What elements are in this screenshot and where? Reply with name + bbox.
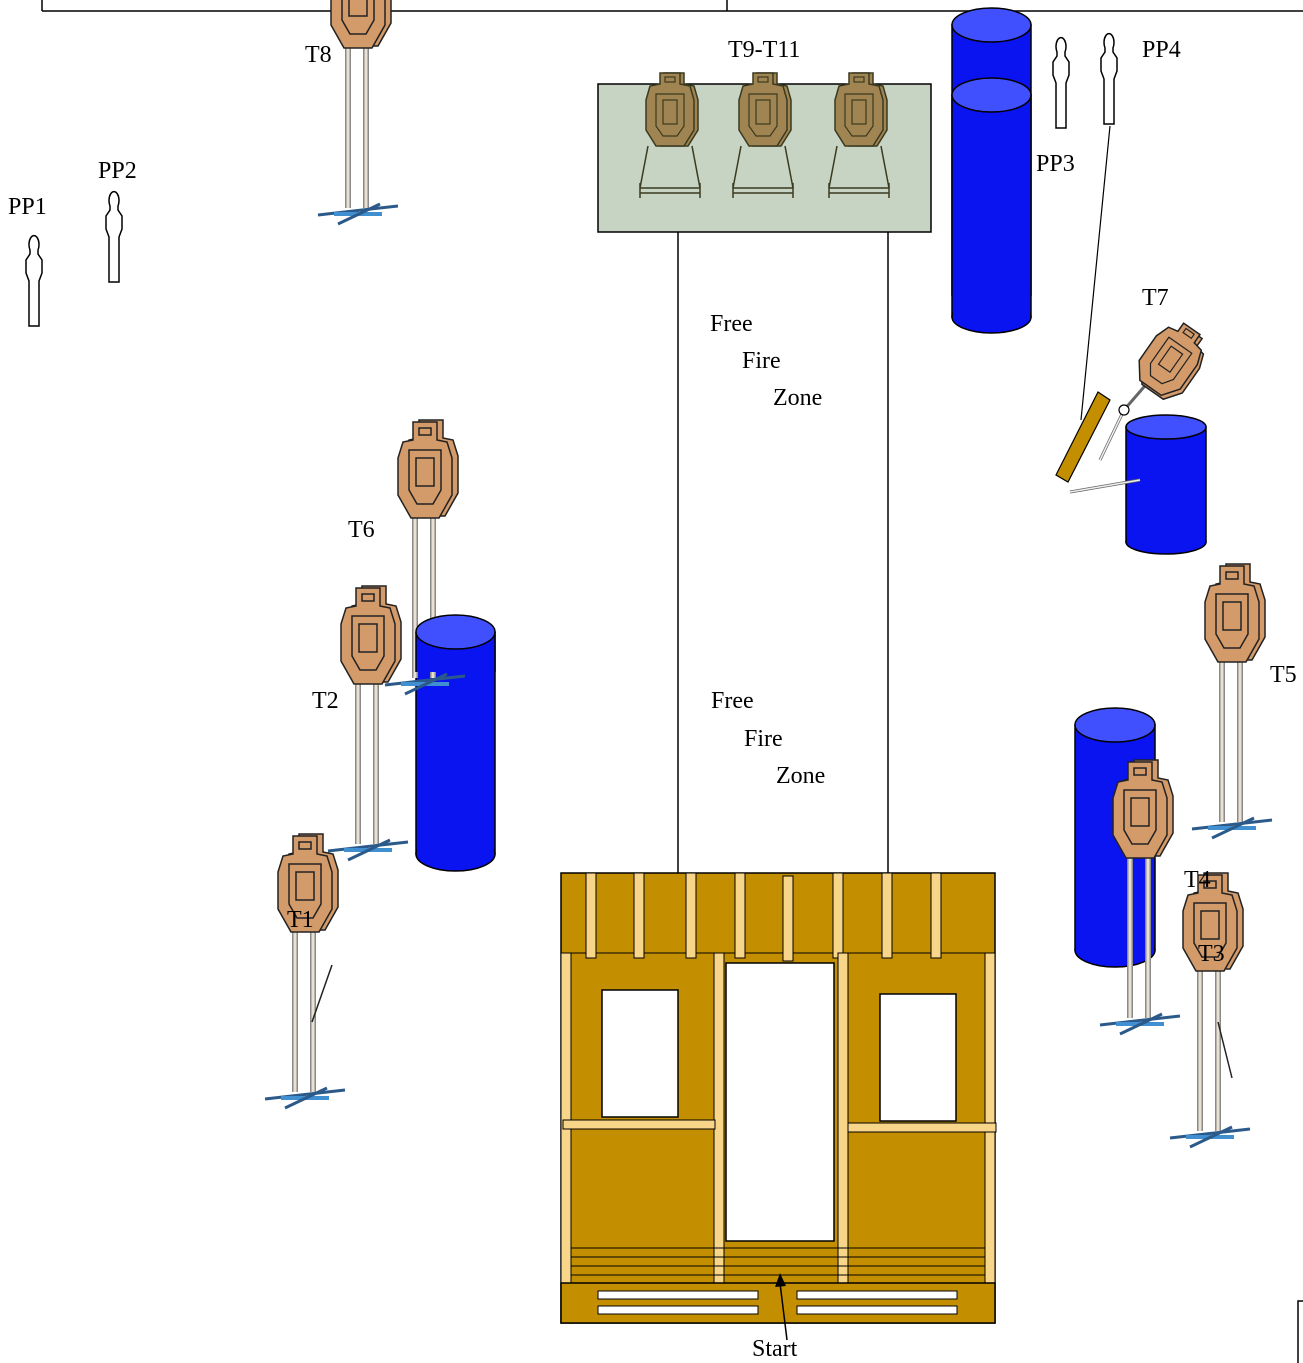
- no-shoot-pp4-icon: [1100, 32, 1118, 125]
- zone-upper-line-2: Fire: [742, 348, 781, 374]
- no-shoot-pp1-icon: [25, 234, 43, 327]
- label-t2: T2: [312, 688, 339, 714]
- paper-target-t2-icon: [328, 586, 408, 860]
- label-t9-t11: T9-T11: [728, 37, 800, 63]
- right-port: [879, 993, 957, 1122]
- label-start: Start: [752, 1336, 798, 1362]
- label-t7: T7: [1142, 285, 1169, 311]
- swinger-activation-line: [1080, 125, 1111, 421]
- label-t8: T8: [305, 42, 332, 68]
- start-arrow: [779, 1282, 788, 1341]
- label-t6: T6: [348, 517, 375, 543]
- label-pp4: PP4: [1142, 37, 1181, 63]
- t3-partial-line: [1217, 1021, 1233, 1079]
- label-t3: T3: [1198, 941, 1225, 967]
- t1-partial-line: [311, 964, 333, 1023]
- zone-upper-line-1: Free: [710, 311, 753, 337]
- paper-target-t3-icon: [1170, 873, 1250, 1147]
- barrel-left-top: [415, 614, 496, 672]
- zone-lower-line-3: Zone: [776, 763, 825, 789]
- label-t5: T5: [1270, 662, 1297, 688]
- frame-corner-bottom-right: [1297, 1300, 1303, 1363]
- shooting-wall: [560, 872, 997, 1324]
- label-pp3: PP3: [1036, 151, 1075, 177]
- paper-target-t1-icon: [265, 834, 345, 1108]
- zone-lower-line-2: Fire: [744, 726, 783, 752]
- steel-plate-array: [597, 72, 932, 233]
- zone-lower-line-1: Free: [711, 688, 754, 714]
- label-t4: T4: [1184, 867, 1211, 893]
- paper-target-t5-icon: [1192, 564, 1272, 838]
- zone-upper-line-3: Zone: [773, 385, 822, 411]
- paper-target-t8-icon: [318, 0, 398, 224]
- left-port: [601, 989, 679, 1118]
- label-pp1: PP1: [8, 194, 47, 220]
- barrel-stack-pp3: [951, 7, 1032, 334]
- swinger-t7: [1055, 322, 1207, 555]
- no-shoot-pp3-icon: [1052, 36, 1070, 129]
- center-door: [725, 962, 835, 1242]
- no-shoot-pp2-icon: [105, 190, 123, 283]
- start-arrow-head-icon: [775, 1273, 786, 1287]
- label-t1: T1: [287, 907, 314, 933]
- label-pp2: PP2: [98, 158, 137, 184]
- pallet-base: [560, 1282, 996, 1324]
